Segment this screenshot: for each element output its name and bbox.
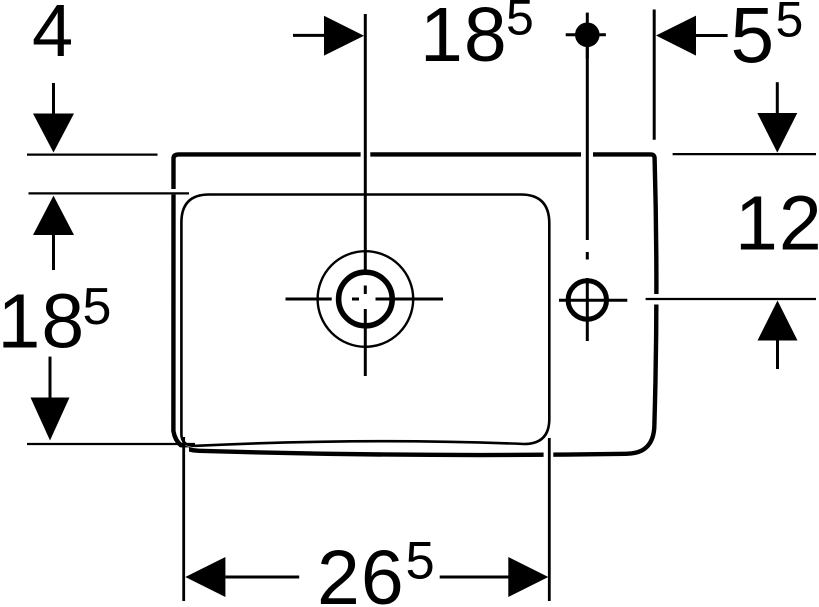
svg-text:5: 5 — [83, 278, 112, 336]
svg-text:26: 26 — [317, 535, 405, 607]
svg-text:4: 4 — [32, 0, 73, 72]
svg-text:5: 5 — [776, 0, 804, 48]
svg-text:12: 12 — [735, 181, 819, 267]
svg-text:5: 5 — [406, 532, 435, 591]
svg-text:5: 5 — [506, 0, 534, 46]
svg-text:18: 18 — [420, 0, 508, 78]
svg-text:5: 5 — [731, 0, 775, 79]
svg-text:18: 18 — [0, 279, 85, 365]
